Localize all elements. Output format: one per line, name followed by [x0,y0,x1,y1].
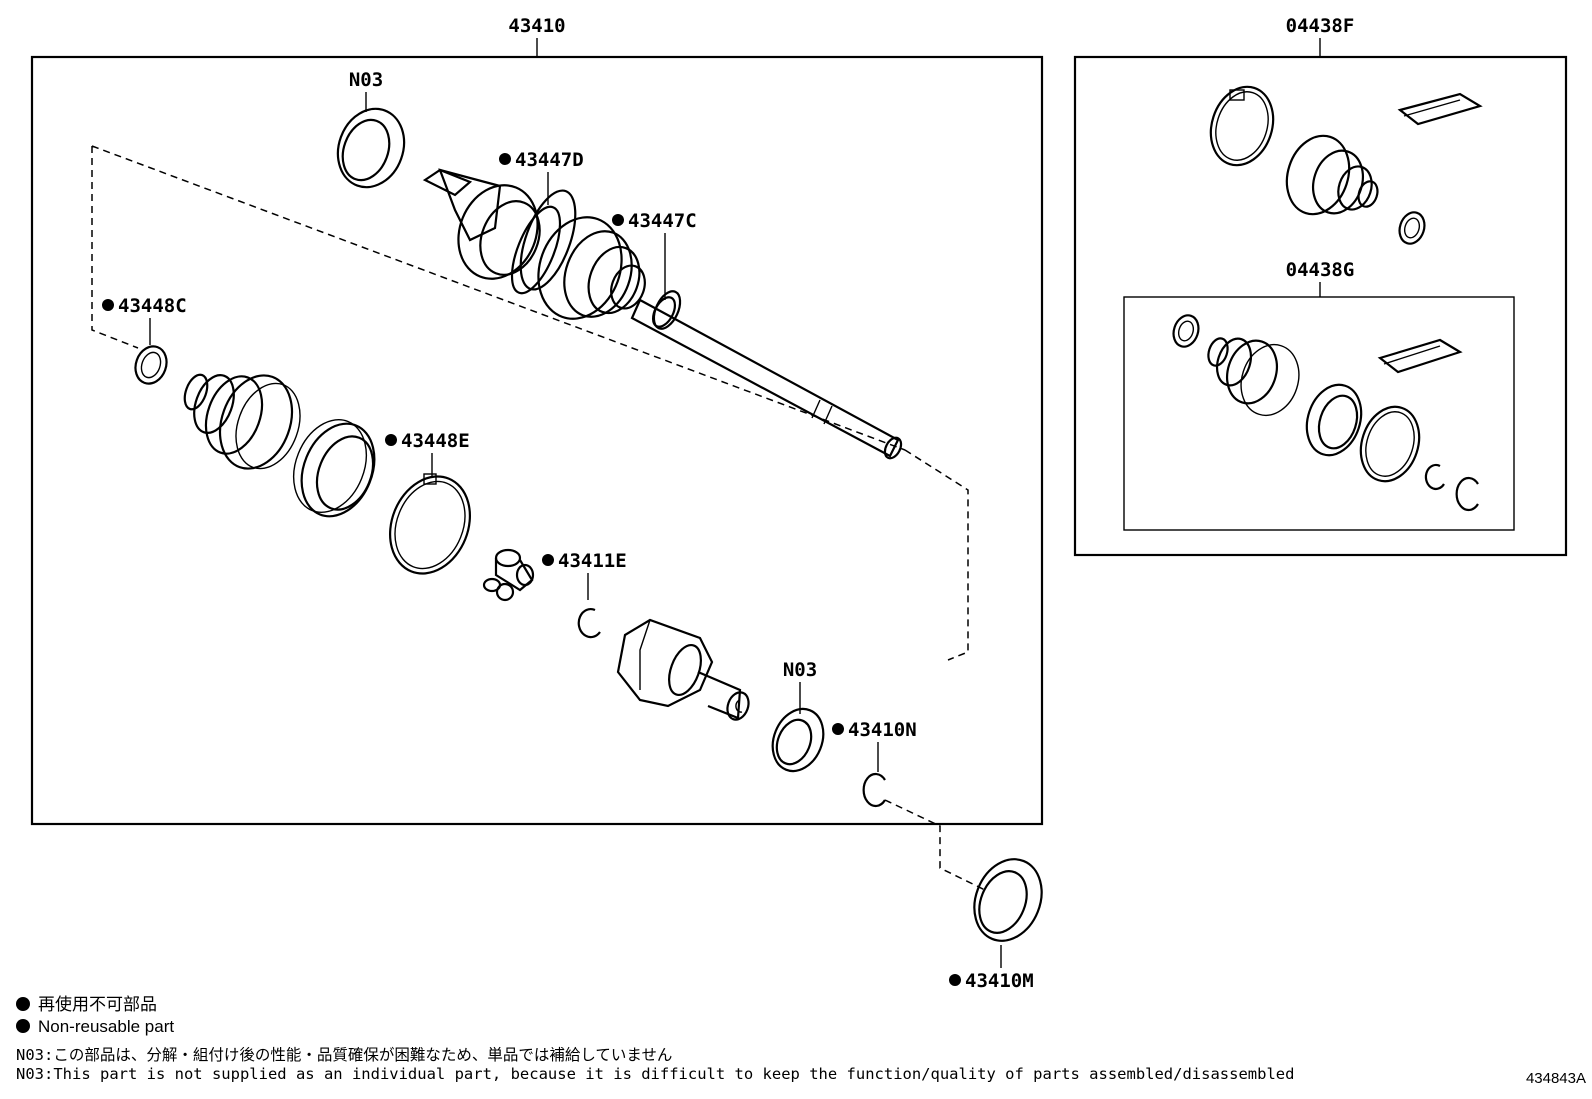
kit-f-grease-packet[interactable] [1397,92,1483,126]
callout-43447c[interactable]: 43447C [628,210,697,232]
kit-f-small-clamp[interactable] [1396,209,1429,247]
kit-g-snap-ring-large[interactable] [1455,476,1479,512]
callout-43410m[interactable]: 43410M [965,970,1034,992]
kit-g-large-clamp[interactable] [1352,399,1429,489]
callout-43448e[interactable]: 43448E [401,430,470,452]
note-en: N03:This part is not supplied as an indi… [16,1065,1295,1083]
snap-ring-43410n[interactable] [862,772,886,808]
boot-clamp-43448c[interactable] [130,342,171,388]
bullet-icon [16,1019,30,1033]
callout-n03-top[interactable]: N03 [349,69,383,91]
callout-43411e[interactable]: 43411E [558,550,627,572]
legend-en-label: Non-reusable part [38,1017,175,1036]
kit-f-boot[interactable] [1277,128,1380,223]
legend-jp-row: 再使用不可部品 [16,990,157,1015]
callout-43447d[interactable]: 43447D [515,149,584,171]
dust-seal-n03-top[interactable] [327,99,415,196]
tripod-joint[interactable] [482,548,535,602]
snap-ring-43411e[interactable] [577,608,601,639]
diagram-code: 434843A [1525,1070,1586,1087]
kit-g-damper-ring[interactable] [1298,378,1370,463]
kit-g-small-clamp[interactable] [1170,312,1203,350]
callout-43448c[interactable]: 43448C [118,295,187,317]
kit-g-grease-packet[interactable] [1377,338,1463,374]
kit-f-large-clamp[interactable] [1201,79,1283,174]
boot-clamp-43448e[interactable] [376,464,484,585]
dust-seal-43410m[interactable] [963,849,1054,951]
dust-seal-n03-bottom[interactable] [764,701,832,778]
drive-shaft-bar[interactable] [630,294,904,461]
boot-clamp-43447d[interactable] [510,184,587,297]
drive-shaft-outer-joint[interactable] [422,168,570,299]
legend-en-row: Non-reusable part [16,1017,174,1037]
kit-g-snap-ring-small[interactable] [1424,463,1445,491]
callout-04438f[interactable]: 04438F [1286,15,1355,37]
note-jp: N03:この部品は、分解・組付け後の性能・品質確保が困難なため、単品では補給して… [16,1046,673,1064]
seal-dashed-leader [884,799,986,891]
kit-g-boot[interactable] [1205,334,1308,423]
callout-04438g[interactable]: 04438G [1286,259,1355,281]
joint-damper-ring[interactable] [280,409,387,527]
callout-n03-bottom[interactable]: N03 [783,659,817,681]
bullet-icon [16,997,30,1011]
exploded-view-dashed-outline [91,145,969,661]
legend-jp-label: 再使用不可部品 [38,995,157,1015]
outboard-boot[interactable] [525,205,651,330]
inboard-joint-housing[interactable] [616,618,752,723]
callout-43410[interactable]: 43410 [508,15,565,37]
inboard-boot[interactable] [180,365,311,478]
boot-clamp-43447c[interactable] [649,287,686,333]
kit-04438f-frame [1073,55,1568,557]
kit-04438g-frame [1123,296,1515,531]
callout-43410n[interactable]: 43410N [848,719,917,741]
